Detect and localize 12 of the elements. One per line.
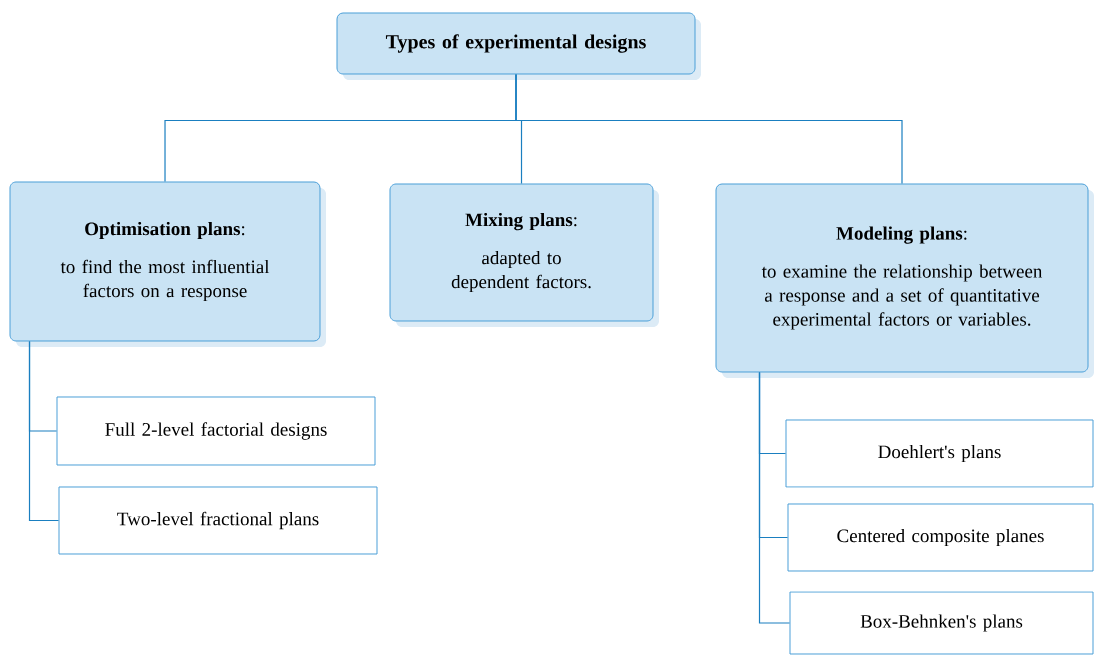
design-box: Two-level fractional plans — [58, 486, 378, 555]
connector-line — [28, 340, 60, 522]
title-box: Types of experimental designs — [336, 12, 701, 80]
category-box: Modeling plans: to examine the relationship between a response and a set of quantitative experimental factors or variables. — [715, 183, 1094, 378]
connector-line — [515, 73, 903, 185]
category-box: Mixing plans: adapted to dependent factors. — [389, 183, 659, 327]
design-box: Box-Behnken's plans — [789, 591, 1094, 655]
design-box: Doehlert's plans — [785, 419, 1094, 488]
category-box: Optimisation plans: to find the most influential factors on a response — [9, 181, 326, 347]
design-box: Centered composite planes — [787, 503, 1094, 572]
connector-line — [758, 371, 791, 624]
design-box: Full 2-level factorial designs — [56, 396, 376, 466]
